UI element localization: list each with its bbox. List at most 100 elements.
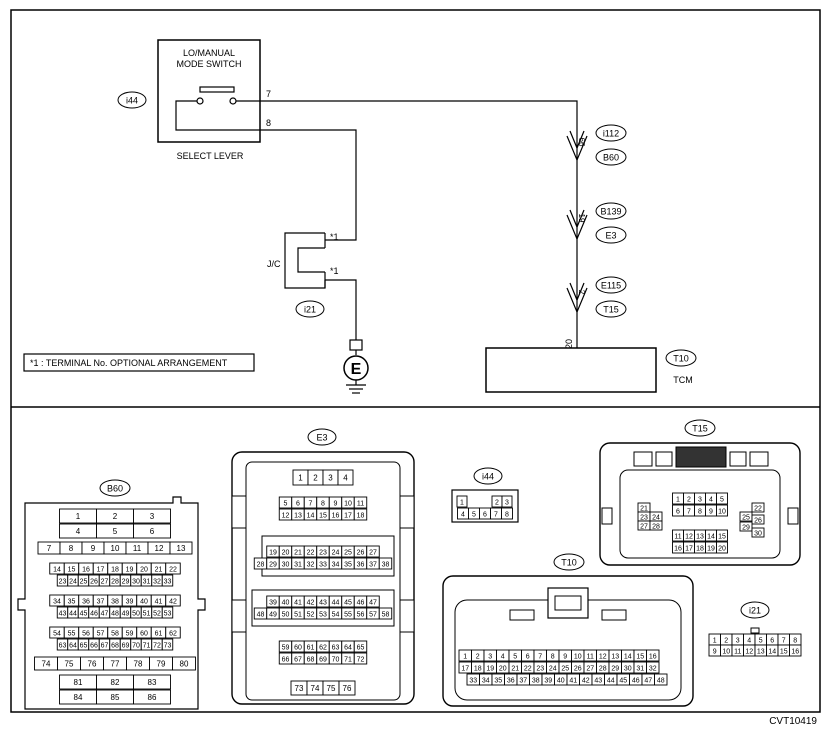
b60-pin: 33 [164, 579, 172, 586]
e3-pin: 32 [307, 562, 315, 569]
e3-pin: 54 [332, 612, 340, 619]
b60-pin: 71 [143, 643, 151, 650]
t10-pin: 26 [574, 666, 582, 673]
t15-tab-4 [749, 451, 769, 467]
chevron-inner [569, 130, 585, 150]
e3-pin: 56 [357, 612, 365, 619]
e3-pin: 35 [344, 562, 352, 569]
i21-pin-cell [789, 644, 802, 657]
b60-pin: 70 [132, 643, 140, 650]
t10-pin: 33 [469, 678, 477, 685]
b60-pin: 72 [153, 643, 161, 650]
e3-pin-cell [378, 607, 393, 620]
i21-pin: 15 [780, 649, 788, 656]
e3-pin-cell [378, 557, 393, 570]
b60-pin: 31 [143, 579, 151, 586]
e3-pin: 69 [319, 657, 327, 664]
e3-cavity-top [261, 535, 395, 577]
b60-pin: 66 [90, 643, 98, 650]
b60-pin: 30 [132, 579, 140, 586]
t10-pin: 43 [594, 678, 602, 685]
b60-pin: 34 [53, 599, 61, 606]
t15-pin: 23 [640, 515, 648, 522]
t15-pin-cell [716, 492, 728, 505]
connector-tag [595, 148, 627, 166]
i21-pin: 14 [768, 649, 776, 656]
b60-pin: 26 [90, 579, 98, 586]
b60-pin: 28 [111, 579, 119, 586]
t15-lock [675, 446, 727, 468]
pin-8-label: 8 [266, 118, 271, 128]
b60-pin: 51 [143, 611, 151, 618]
b60-pin: 40 [140, 599, 148, 606]
e3-pin: 15 [319, 513, 327, 520]
t15-pin: 1 [676, 497, 680, 504]
b60-pin: 35 [68, 599, 76, 606]
b60-pin: 60 [140, 631, 148, 638]
b60-pin: 41 [155, 599, 163, 606]
i44-pin: 8 [505, 512, 509, 519]
connector-tag-label: B60 [603, 153, 619, 163]
b60-pin: 19 [126, 567, 134, 574]
t15-pin: 30 [754, 531, 762, 538]
b60-pin: 32 [153, 579, 161, 586]
b60-pin: 9 [91, 544, 96, 553]
i21-pin: 4 [747, 638, 751, 645]
connector-tag-label: T15 [603, 305, 619, 315]
e3-pin: 44 [332, 600, 340, 607]
connector-tag-i21-housing-label: i21 [749, 606, 761, 616]
wire-jc-to-ground [325, 279, 357, 340]
jc-term-1: *1 [330, 232, 339, 242]
t10-pin: 3 [488, 654, 492, 661]
i44-pin-cell [501, 495, 513, 508]
b60-pin: 56 [82, 631, 90, 638]
t10-pin: 45 [619, 678, 627, 685]
e3-pin: 65 [357, 645, 365, 652]
figure-code: CVT10419 [769, 716, 817, 727]
connector-tag [595, 276, 627, 294]
b60-pin-cell [172, 656, 196, 671]
t10-pin: 13 [611, 654, 619, 661]
connector-tag-t10-label: T10 [673, 354, 689, 364]
b60-pin: 80 [180, 660, 189, 669]
e3-pin-cell [337, 469, 354, 486]
t15-pin: 16 [674, 546, 682, 553]
chevron-inner [569, 209, 585, 229]
e3-pin: 55 [344, 612, 352, 619]
b60-pin: 11 [133, 544, 142, 553]
e3-outline [231, 451, 415, 705]
t10-pin: 35 [494, 678, 502, 685]
t15-pin: 25 [742, 515, 750, 522]
t10-pin: 32 [649, 666, 657, 673]
chevron-outer [566, 214, 588, 241]
b60-pin: 57 [97, 631, 105, 638]
e3-pin: 19 [269, 550, 277, 557]
i44-pin: 1 [460, 500, 464, 507]
e3-pin: 73 [295, 684, 304, 693]
t10-pin: 9 [563, 654, 567, 661]
t10-pin: 37 [519, 678, 527, 685]
b60-pin-cell [133, 689, 171, 705]
connector-tag-label: B139 [600, 207, 621, 217]
t15-pin: 12 [685, 534, 693, 541]
e3-pin: 76 [343, 684, 352, 693]
i44-pin: 7 [494, 512, 498, 519]
e3-pin: 4 [343, 474, 348, 483]
b60-pin: 14 [53, 567, 61, 574]
b60-pin: 78 [134, 660, 143, 669]
switch-title-1: LO/MANUAL [183, 48, 235, 58]
e3-pin-cell [353, 496, 368, 509]
e3-pin: 16 [332, 513, 340, 520]
e3-pin: 14 [307, 513, 315, 520]
e3-pin: 10 [344, 501, 352, 508]
b60-pin-cell [165, 594, 181, 607]
switch-actuator [199, 86, 235, 93]
i44-pin: 5 [472, 512, 476, 519]
b60-pin-cell [165, 626, 181, 639]
tcm-box [485, 347, 657, 393]
b60-pin: 46 [90, 611, 98, 618]
b60-pin: 38 [111, 599, 119, 606]
b60-pin-cell [133, 523, 171, 539]
i21-pin: 16 [791, 649, 799, 656]
b60-pin: 18 [111, 567, 119, 574]
